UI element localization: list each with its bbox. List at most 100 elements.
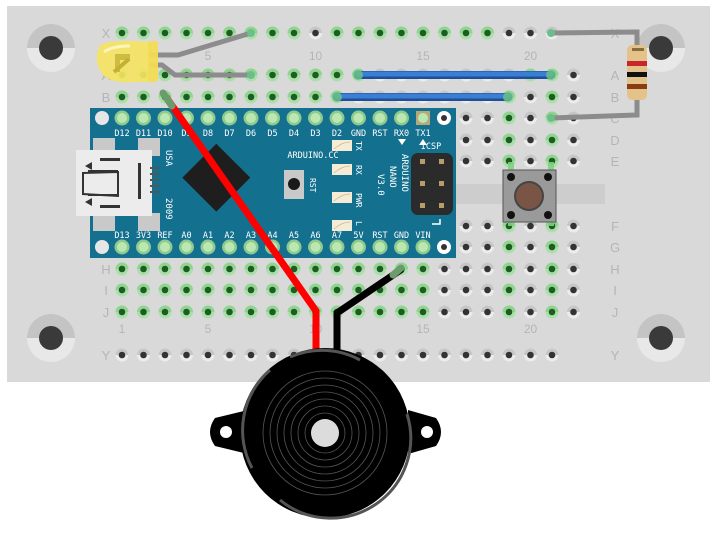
breadboard-hole[interactable] [395, 305, 408, 319]
breadboard-hole[interactable] [158, 348, 172, 362]
breadboard-hole[interactable] [115, 348, 129, 362]
breadboard-hole[interactable] [158, 26, 172, 40]
breadboard-hole[interactable] [524, 26, 537, 40]
breadboard-hole[interactable] [416, 262, 430, 276]
breadboard-hole[interactable] [244, 262, 258, 276]
breadboard-hole[interactable] [180, 262, 193, 276]
breadboard-hole[interactable] [287, 305, 301, 319]
arduino-pin-d12[interactable] [114, 110, 130, 126]
breadboard-hole[interactable] [459, 305, 473, 319]
breadboard-hole[interactable] [459, 154, 473, 168]
breadboard-hole[interactable] [180, 26, 193, 40]
breadboard-hole[interactable] [352, 26, 365, 40]
breadboard-hole[interactable] [481, 133, 494, 147]
breadboard-hole[interactable] [567, 283, 580, 297]
breadboard-hole[interactable] [287, 90, 301, 104]
breadboard-hole[interactable] [395, 348, 408, 362]
arduino-pin-vin[interactable] [415, 239, 431, 255]
breadboard-hole[interactable] [115, 90, 129, 104]
breadboard-hole[interactable] [502, 262, 516, 276]
arduino-pin-3v3[interactable] [136, 239, 151, 255]
breadboard-hole[interactable] [502, 240, 516, 254]
breadboard-hole[interactable] [266, 262, 279, 276]
breadboard-hole[interactable] [223, 305, 236, 319]
breadboard-hole[interactable] [459, 219, 473, 233]
breadboard-hole[interactable] [137, 26, 150, 40]
breadboard-hole[interactable] [481, 262, 494, 276]
breadboard-hole[interactable] [330, 26, 344, 40]
arduino-pin-a5[interactable] [286, 239, 302, 255]
arduino-pin-d6[interactable] [243, 110, 259, 126]
breadboard-hole[interactable] [545, 133, 559, 147]
breadboard-hole[interactable] [137, 283, 150, 297]
breadboard-hole[interactable] [416, 283, 430, 297]
breadboard-hole[interactable] [545, 240, 559, 254]
arduino-pin-a3[interactable] [243, 239, 259, 255]
breadboard-hole[interactable] [158, 262, 172, 276]
arduino-pin-rst[interactable] [372, 239, 388, 255]
breadboard-hole[interactable] [137, 305, 150, 319]
breadboard-hole[interactable] [309, 68, 322, 82]
arduino-pin-d2[interactable] [329, 110, 345, 126]
breadboard-hole[interactable] [416, 26, 430, 40]
breadboard-hole[interactable] [309, 283, 322, 297]
arduino-pin-a0[interactable] [179, 239, 194, 255]
breadboard-hole[interactable] [309, 90, 322, 104]
arduino-pin-tx1[interactable] [416, 111, 430, 125]
breadboard-hole[interactable] [223, 348, 236, 362]
breadboard-hole[interactable] [330, 283, 344, 297]
breadboard-hole[interactable] [502, 111, 516, 125]
breadboard-hole[interactable] [330, 68, 344, 82]
breadboard-hole[interactable] [567, 154, 580, 168]
breadboard-hole[interactable] [373, 305, 387, 319]
breadboard-hole[interactable] [524, 133, 537, 147]
arduino-pin-d7[interactable] [222, 110, 237, 126]
breadboard-hole[interactable] [287, 26, 301, 40]
breadboard-hole[interactable] [545, 154, 559, 168]
breadboard-hole[interactable] [567, 240, 580, 254]
pushbutton[interactable] [502, 162, 557, 226]
breadboard-hole[interactable] [373, 348, 387, 362]
breadboard-hole[interactable] [524, 283, 537, 297]
breadboard-hole[interactable] [481, 26, 494, 40]
breadboard-hole[interactable] [502, 348, 516, 362]
breadboard-hole[interactable] [309, 26, 322, 40]
breadboard-hole[interactable] [352, 262, 365, 276]
breadboard-hole[interactable] [459, 26, 473, 40]
arduino-pin-rst[interactable] [372, 110, 388, 126]
breadboard-hole[interactable] [567, 68, 580, 82]
breadboard-hole[interactable] [115, 262, 129, 276]
breadboard-hole[interactable] [137, 90, 150, 104]
breadboard-hole[interactable] [459, 283, 473, 297]
reset-button-cap[interactable] [288, 178, 300, 190]
breadboard-hole[interactable] [459, 240, 473, 254]
breadboard-hole[interactable] [524, 154, 537, 168]
breadboard-hole[interactable] [266, 305, 279, 319]
breadboard-hole[interactable] [481, 348, 494, 362]
yellow-led[interactable] [96, 40, 158, 83]
breadboard-hole[interactable] [545, 90, 559, 104]
arduino-pin-gnd[interactable] [394, 239, 409, 255]
breadboard-hole[interactable] [459, 111, 473, 125]
led-anode-wire[interactable] [147, 30, 254, 58]
breadboard-hole[interactable] [115, 26, 129, 40]
breadboard-hole[interactable] [223, 283, 236, 297]
arduino-pin-d10[interactable] [157, 110, 173, 126]
breadboard-hole[interactable] [352, 283, 365, 297]
breadboard-hole[interactable] [287, 262, 301, 276]
breadboard-hole[interactable] [567, 133, 580, 147]
arduino-pin-ref[interactable] [157, 239, 173, 255]
breadboard-hole[interactable] [244, 283, 258, 297]
breadboard-hole[interactable] [438, 305, 451, 319]
breadboard-hole[interactable] [459, 133, 473, 147]
arduino-pin-d11[interactable] [136, 110, 151, 126]
breadboard-hole[interactable] [524, 111, 537, 125]
breadboard-hole[interactable] [373, 262, 387, 276]
arduino-pin-d4[interactable] [286, 110, 302, 126]
breadboard-hole[interactable] [352, 305, 365, 319]
black-wire[interactable] [333, 266, 404, 350]
breadboard-hole[interactable] [266, 283, 279, 297]
breadboard-hole[interactable] [438, 283, 451, 297]
breadboard-hole[interactable] [201, 90, 215, 104]
breadboard-hole[interactable] [502, 133, 516, 147]
